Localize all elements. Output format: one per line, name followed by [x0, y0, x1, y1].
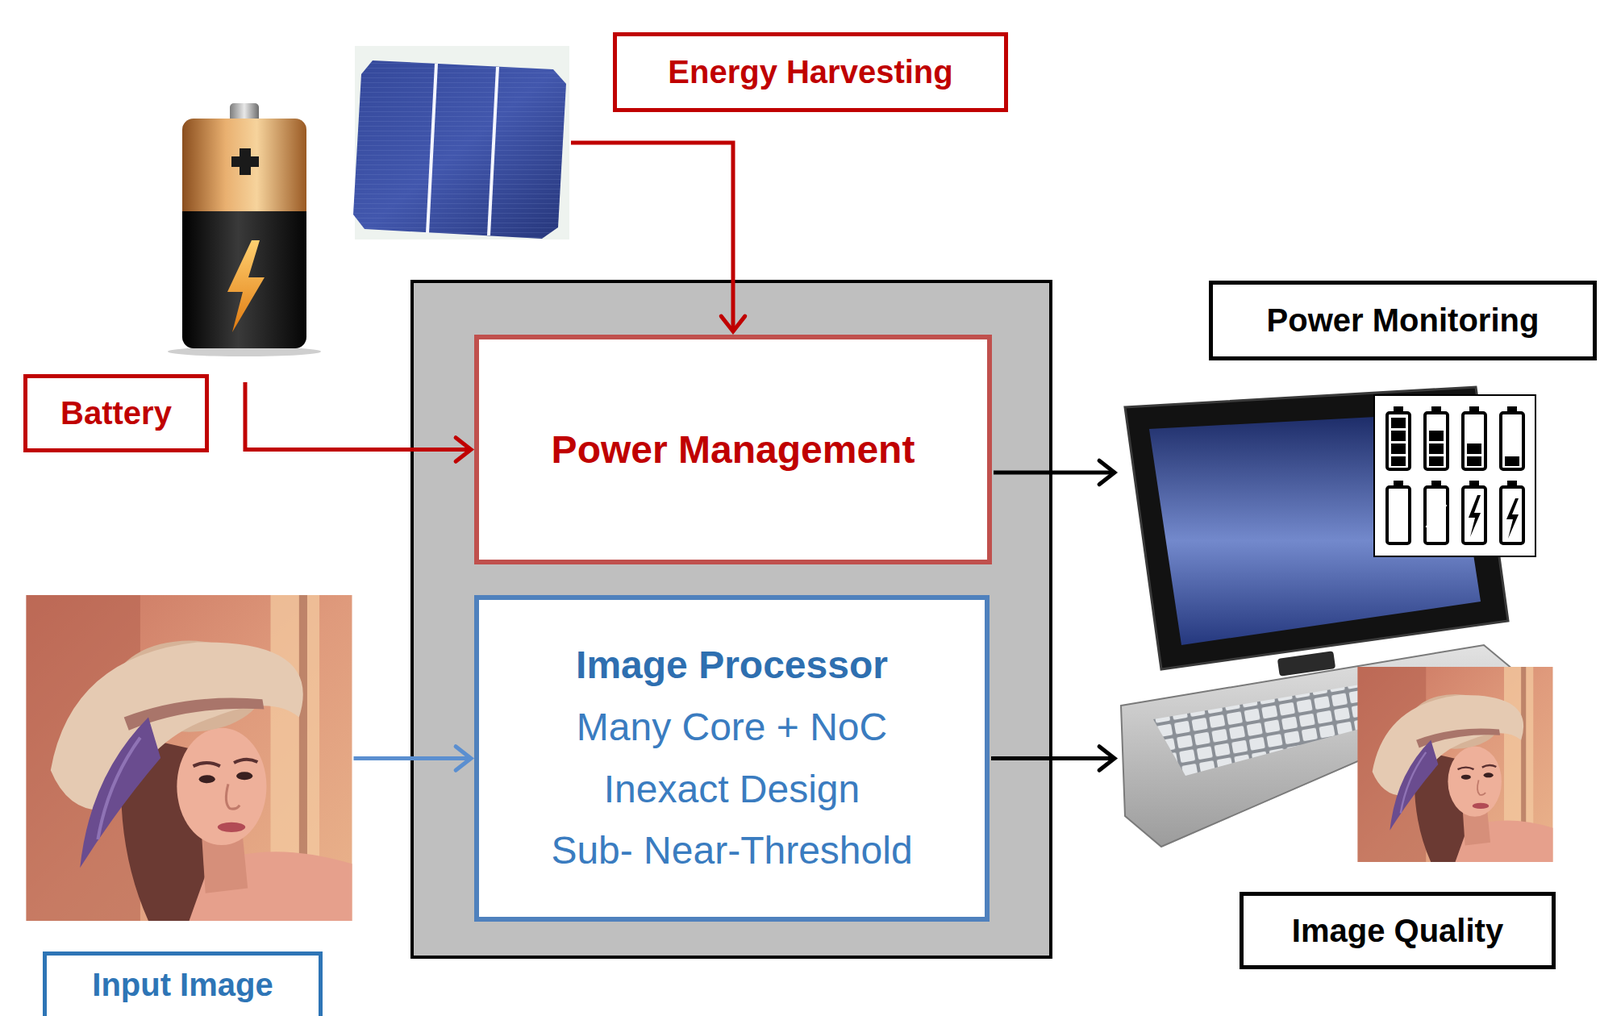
- battery-icon: [227, 240, 265, 333]
- connector-arrow: [245, 382, 471, 462]
- battery-icon: [167, 103, 321, 357]
- battery-status-icons: [1469, 406, 1480, 413]
- output-photo: [1358, 666, 1554, 863]
- battery-status-icons: [1469, 480, 1480, 487]
- battery-status-icons: [1462, 412, 1486, 470]
- label-box: Power Monitoring: [1208, 280, 1597, 361]
- battery-icon: [182, 118, 307, 216]
- box-text: Many Core + NoC: [576, 696, 888, 759]
- process-box: Image ProcessorMany Core + NoCInexact De…: [474, 595, 990, 922]
- battery-status-icons: [1387, 412, 1410, 470]
- solar-panel: [353, 60, 567, 239]
- battery-status-icons: [1429, 443, 1444, 455]
- box-text: Sub- Near-Threshold: [550, 820, 913, 883]
- arrow-head: [455, 746, 471, 771]
- battery-icon: [182, 118, 307, 349]
- box-title: Input Image: [91, 966, 273, 1004]
- connector-line: [991, 756, 1115, 761]
- connector-arrow: [993, 460, 1115, 485]
- label-box: Battery: [23, 374, 209, 453]
- connector-line: [354, 756, 472, 761]
- battery-status-icons: [1387, 487, 1410, 544]
- label-box: Input Image: [42, 951, 323, 1016]
- battery-status-icons: [1500, 487, 1524, 544]
- box-title: Power Monitoring: [1266, 302, 1540, 339]
- battery-status-icons: [1466, 456, 1482, 467]
- box-title: Energy Harvesting: [667, 54, 953, 91]
- battery-status-icons: [1429, 430, 1444, 442]
- battery-status-icons: [1391, 456, 1406, 467]
- battery-status-icons: [1391, 430, 1406, 442]
- battery-status-icons: [1427, 504, 1446, 529]
- battery-status-icons: [1431, 480, 1442, 487]
- battery-status-icons: [1387, 412, 1524, 544]
- battery-icon: [239, 148, 251, 175]
- battery-status-icons: [1429, 456, 1444, 467]
- battery-status-icons: [1507, 480, 1517, 487]
- battery-status-icons: [1391, 417, 1406, 429]
- connector-line: [570, 142, 734, 332]
- battery-status-icons: [1462, 487, 1486, 544]
- connector-arrow: [354, 746, 472, 771]
- connector-arrow: [570, 142, 746, 332]
- box-title: Power Management: [551, 427, 916, 472]
- arrow-head: [1099, 746, 1115, 771]
- battery-status-icons: [1500, 412, 1524, 470]
- battery-status-icons: [1393, 406, 1404, 413]
- connector-arrow: [991, 746, 1115, 771]
- battery-status-icons: [1466, 443, 1482, 455]
- label-box: Image Quality: [1239, 891, 1556, 970]
- solar-panel: [427, 63, 437, 234]
- box-title: Image Quality: [1291, 912, 1504, 950]
- chip-outline: [412, 281, 1051, 958]
- battery-icon: [182, 211, 307, 349]
- solar-panel: [353, 60, 567, 239]
- box-title: Image Processor: [575, 634, 888, 697]
- box-title: Battery: [60, 395, 172, 432]
- battery-status-icons: [1374, 395, 1536, 557]
- arrow-head: [455, 437, 471, 463]
- battery-status-icons: [1468, 495, 1481, 538]
- battery-status-icons: [1506, 498, 1519, 539]
- solar-panel: [353, 45, 570, 240]
- battery-status-icons: [1507, 406, 1517, 413]
- battery-status-icons: [1504, 456, 1520, 467]
- arrow-head: [1099, 460, 1115, 485]
- battery-status-icons: [1425, 487, 1448, 544]
- label-box: Energy Harvesting: [612, 32, 1009, 113]
- box-text: Inexact Design: [604, 758, 861, 821]
- arrow-head: [720, 316, 746, 332]
- battery-status-icons: [1391, 406, 1520, 487]
- connector-line: [245, 382, 471, 450]
- laptop-picture: [1149, 412, 1481, 646]
- laptop-picture: [1277, 650, 1336, 677]
- connector-line: [993, 470, 1115, 475]
- solar-panel: [488, 66, 498, 236]
- battery-status-icons: [1431, 406, 1442, 413]
- battery-status-icons: [1391, 443, 1406, 455]
- input-photo: [26, 595, 353, 921]
- process-box: Power Management: [474, 334, 992, 565]
- battery-status-icons: [1425, 412, 1448, 470]
- battery-status-icons: [1374, 395, 1536, 557]
- battery-status-icons: [1393, 480, 1404, 487]
